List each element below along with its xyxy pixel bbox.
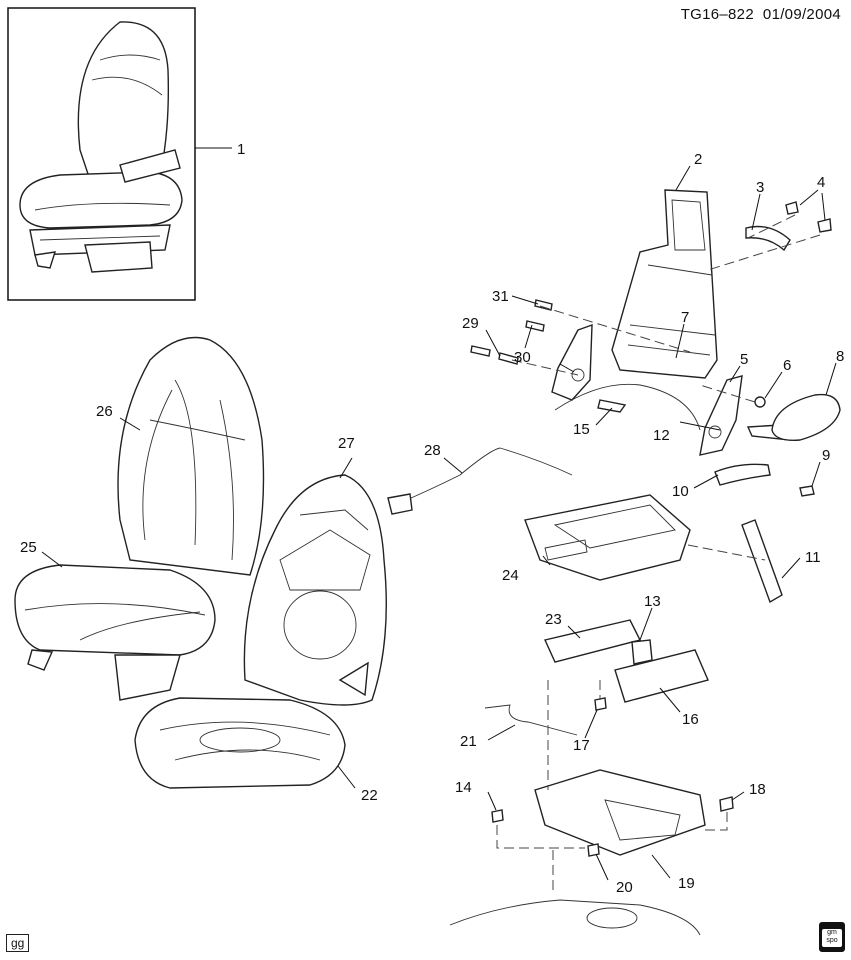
drawing-header: TG16–822 01/09/2004: [681, 6, 841, 23]
part-4-bolt-a: [785, 201, 799, 215]
callout-19: 19: [678, 875, 695, 892]
part-20-bolt: [587, 843, 600, 857]
part-17-bolt: [594, 697, 607, 711]
part-16-adjuster-right: [614, 649, 709, 703]
callout-10: 10: [672, 483, 689, 500]
callout-29: 29: [462, 315, 479, 332]
callout-30: 30: [514, 349, 531, 366]
overview-frame: [7, 7, 196, 301]
part-31-bolt-b: [525, 320, 545, 332]
part-31-bolt-a: [534, 299, 553, 311]
callout-4: 4: [817, 174, 825, 191]
callout-12: 12: [653, 427, 670, 444]
gm-spo-logo-icon: gm spo: [819, 922, 845, 952]
part-10-cover: [714, 463, 771, 486]
callout-15: 15: [573, 421, 590, 438]
callout-26: 26: [96, 403, 113, 420]
part-12-cable: [554, 383, 701, 431]
part-25-cushion-cover: [14, 564, 216, 701]
callout-21: 21: [460, 733, 477, 750]
callout-28: 28: [424, 442, 441, 459]
drawing-date: 01/09/2004: [762, 6, 841, 23]
part-4-bolt-b: [817, 218, 832, 233]
logo-text: gm spo: [822, 929, 842, 947]
part-3-guide-cap: [745, 225, 791, 252]
floor-panel: [449, 899, 701, 936]
overview-seat: [7, 7, 196, 301]
callout-23: 23: [545, 611, 562, 628]
callout-24: 24: [502, 567, 519, 584]
footer-tag: gg: [6, 934, 30, 952]
callout-13: 13: [644, 593, 661, 610]
callout-20: 20: [616, 879, 633, 896]
callout-31: 31: [492, 288, 509, 305]
part-5-recliner-right: [699, 375, 743, 456]
callout-25: 25: [20, 539, 37, 556]
part-15-bolt: [597, 399, 627, 413]
callout-6: 6: [783, 357, 791, 374]
part-21-cable: [484, 704, 578, 736]
part-14-nut: [491, 809, 504, 823]
part-19-riser: [534, 769, 706, 856]
part-11-cover: [741, 519, 783, 604]
part-13-motor: [631, 639, 653, 665]
callout-3: 3: [756, 179, 764, 196]
callout-9: 9: [822, 447, 830, 464]
part-22-cushion-pad: [134, 697, 346, 789]
part-8-side-trim: [771, 393, 841, 441]
callout-17: 17: [573, 737, 590, 754]
part-29-bolt-b: [498, 352, 519, 365]
part-6-washer: [754, 396, 766, 408]
part-18-nut: [719, 796, 734, 812]
part-24-seat-pan: [524, 494, 691, 581]
part-27-seat-back-pad: [243, 474, 387, 706]
callout-1: 1: [237, 141, 245, 158]
part-29-bolt-a: [470, 345, 491, 357]
callout-16: 16: [682, 711, 699, 728]
part-28-connector: [387, 493, 413, 515]
callout-7: 7: [681, 309, 689, 326]
part-9-screw: [799, 485, 815, 497]
part-5-pivot: [708, 425, 722, 439]
part-28-harness: [394, 447, 573, 506]
callout-18: 18: [749, 781, 766, 798]
callout-22: 22: [361, 787, 378, 804]
part-2-seat-back-frame: [611, 189, 718, 379]
callout-14: 14: [455, 779, 472, 796]
callout-5: 5: [740, 351, 748, 368]
part-30-recliner-left: [551, 323, 593, 401]
part-30-pivot: [571, 368, 585, 382]
part-26-seat-back-cover: [117, 336, 265, 576]
callout-8: 8: [836, 348, 844, 365]
callout-2: 2: [694, 151, 702, 168]
callout-27: 27: [338, 435, 355, 452]
drawing-id: TG16–822: [680, 6, 754, 23]
callout-11: 11: [805, 549, 821, 566]
